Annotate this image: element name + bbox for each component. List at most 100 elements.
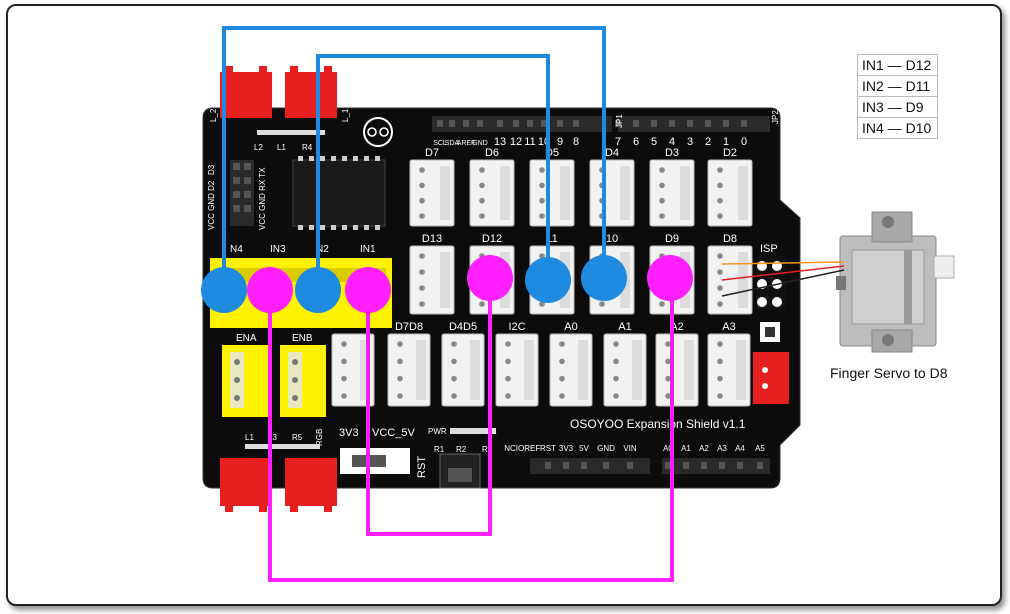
wire-in2-d11 (316, 54, 550, 290)
label-in3: IN3 (270, 244, 286, 255)
driver-chip (292, 156, 386, 230)
pin-map-row: IN2 — D11 (856, 75, 939, 97)
top-pin-label: 3 (687, 136, 693, 148)
top-pin-label: 5 (651, 136, 657, 148)
port-label: D4 (605, 147, 619, 159)
top-pin-label: 6 (633, 136, 639, 148)
left-header-labels: D3 VCC GND D2 VCC GND RX TX (207, 164, 267, 230)
top-pin-label: GND (472, 140, 488, 147)
label-l: L (492, 427, 497, 436)
jp1-label: JP1 (615, 114, 624, 128)
label-l2: L2 (254, 143, 263, 152)
top-pin-label: 12 (510, 136, 522, 148)
port-label: A3 (722, 321, 735, 333)
pin-map-table: IN1 — D12 IN2 — D11 IN3 — D9 IN4 — D10 (856, 54, 939, 139)
wire-endpoints (201, 255, 693, 313)
label-vcc-gnd-rx-tx: VCC GND RX TX (258, 167, 267, 230)
shield-name: OSOYOO Expansion Shield v1.1 (570, 417, 746, 431)
label-l1-top: L_1 (341, 108, 350, 122)
bottom-pin-label: 3V3 (559, 444, 574, 453)
wire-in4-d10 (222, 26, 606, 290)
top-pin-header (432, 116, 770, 132)
top-red-connectors (220, 66, 337, 118)
bottom-pin-label: A5 (755, 444, 765, 453)
smd-components (245, 130, 325, 449)
top-pin-label: 0 (741, 136, 747, 148)
osoyoo-logo (363, 117, 393, 147)
label-ena: ENA (236, 333, 257, 344)
enable-connectors (222, 345, 326, 417)
corner-labels: L_2 L_1 L2 L1 R4 L1 L3 R5 RGB (209, 108, 350, 446)
dot-in4 (201, 267, 247, 313)
pin-map-row: IN4 — D10 (856, 117, 939, 139)
jumper-wires (222, 26, 674, 582)
label-rgb: RGB (315, 429, 324, 446)
left-header (230, 160, 254, 226)
pin-map-entry: IN4 — D10 (856, 117, 939, 139)
bottom-pin-label: IOREF (516, 444, 541, 453)
bottom-pin-label: A0 (663, 444, 673, 453)
label-vcc5v: VCC_5V (372, 427, 415, 439)
port-label: D13 (422, 233, 442, 245)
bottom-pin-label: RST (540, 444, 556, 453)
top-pin-label: 7 (615, 136, 621, 148)
port-label: D6 (485, 147, 499, 159)
jp2-label: JP2 (771, 110, 780, 124)
label-enb: ENB (292, 333, 313, 344)
port-label: 10 (606, 233, 618, 245)
pin-map-entry: IN1 — D12 (856, 54, 939, 76)
dot-d11 (525, 257, 571, 303)
dot-d9 (647, 255, 693, 301)
label-vcc-gnd-d2: VCC GND D2 (207, 180, 216, 230)
bottom-pin-label: VIN (623, 444, 637, 453)
dot-d12 (467, 255, 513, 301)
grove-ports (331, 159, 753, 407)
top-pin-label: 4 (669, 136, 675, 148)
top-pin-label: 8 (573, 136, 579, 148)
isp-label: ISP (760, 243, 778, 255)
right-red-connector (753, 352, 789, 404)
pin-map-row: IN1 — D12 (856, 54, 939, 76)
label-r5: R5 (292, 433, 303, 442)
label-r2: R2 (456, 445, 467, 454)
label-l2-top: L_2 (209, 108, 218, 122)
port-label: D3 (665, 147, 679, 159)
dot-in3 (247, 267, 293, 313)
finger-servo (836, 211, 955, 353)
port-label: D8 (723, 233, 737, 245)
label-r4: R4 (302, 143, 313, 152)
label-d3: D3 (207, 164, 216, 175)
dot-in1 (345, 267, 391, 313)
pin-map-row: IN3 — D9 (856, 96, 939, 118)
label-in2: N2 (316, 244, 329, 255)
port-label: A0 (564, 321, 577, 333)
bottom-pin-label: NC (504, 444, 516, 453)
port-label: D7D8 (395, 321, 423, 333)
top-pin-label: 2 (705, 136, 711, 148)
top-pin-label: 11 (524, 136, 535, 148)
servo-wires (721, 261, 845, 297)
port-label: D12 (482, 233, 502, 245)
top-pin-label: SDA (445, 140, 460, 147)
top-pin-label: 9 (557, 136, 563, 148)
label-r1: R1 (434, 445, 445, 454)
port-label: D2 (723, 147, 737, 159)
port-label: D9 (665, 233, 679, 245)
bottom-pin-header (530, 458, 770, 474)
port-label: D4D5 (449, 321, 477, 333)
bottom-pin-label: 5V (579, 444, 589, 453)
pin-map-entry: IN3 — D9 (856, 96, 939, 118)
port-label: A1 (618, 321, 631, 333)
label-r3: R3 (482, 445, 493, 454)
bottom-pin-label: A2 (699, 444, 709, 453)
port-label: I2C (508, 321, 525, 333)
wire-in3-d9 (268, 285, 674, 582)
bottom-pin-label: A3 (717, 444, 727, 453)
bottom-pin-label: A1 (681, 444, 691, 453)
servo-caption: Finger Servo to D8 (830, 365, 948, 381)
label-in1: IN1 (360, 244, 376, 255)
dot-d10 (581, 255, 627, 301)
dot-in2 (295, 267, 341, 313)
top-pin-label: SCL (433, 140, 447, 147)
